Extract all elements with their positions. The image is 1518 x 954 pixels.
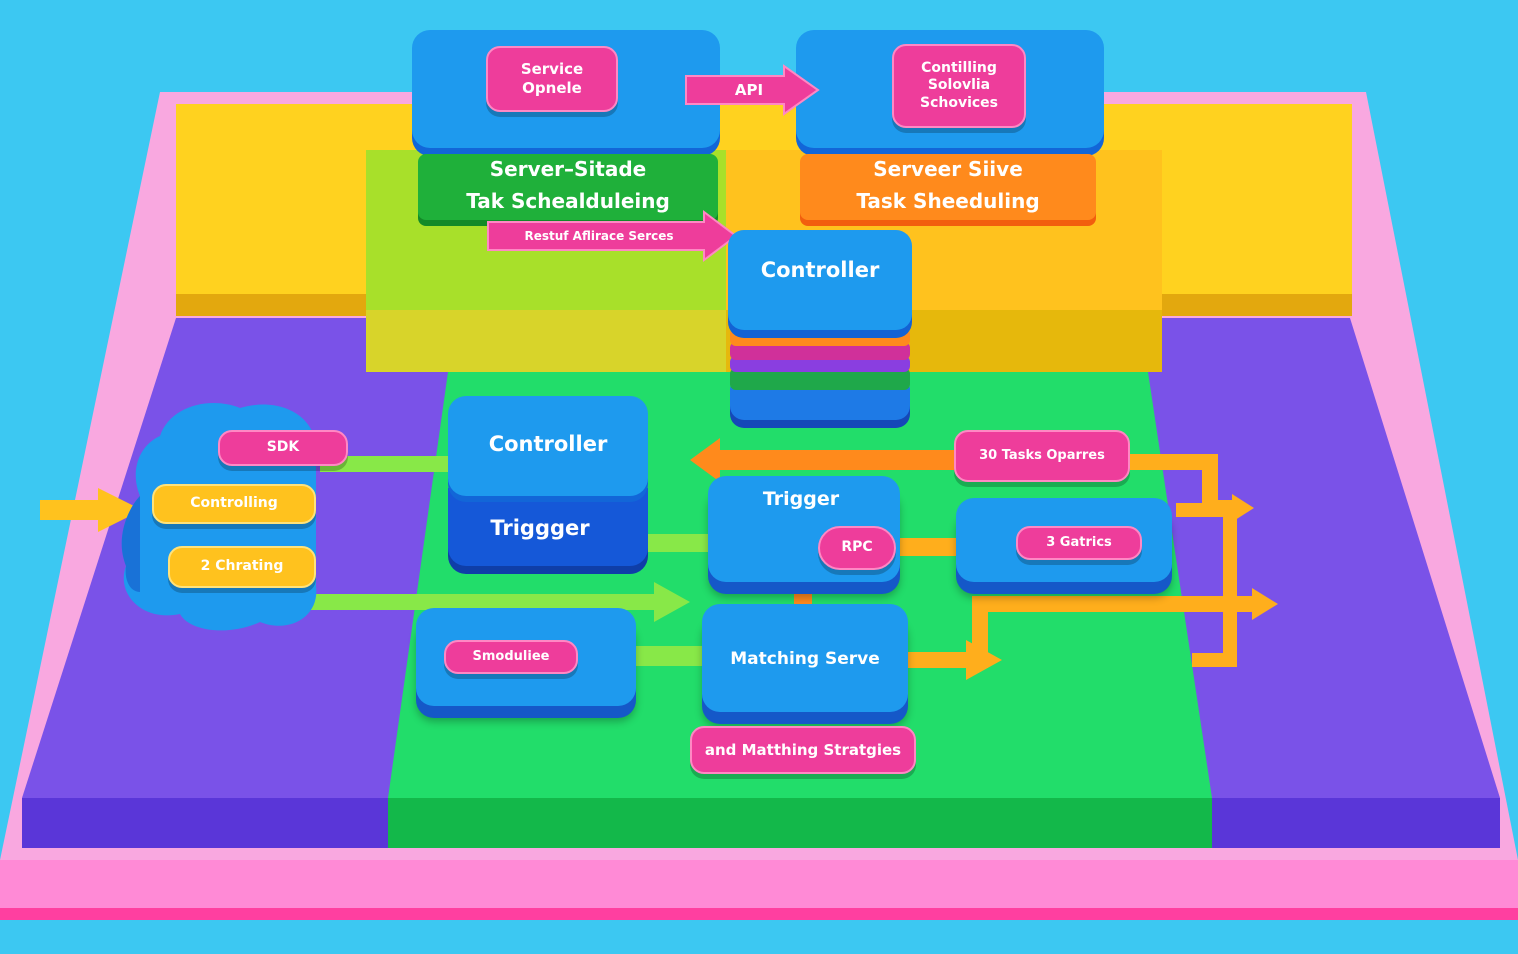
pink-platform-edge bbox=[0, 908, 1518, 920]
scheduler-pill[interactable]: Smoduliee bbox=[444, 640, 578, 674]
controller-stack-title[interactable]: Controller bbox=[760, 257, 880, 282]
pink-platform-side bbox=[0, 860, 1518, 912]
controller-trigger-upper bbox=[448, 396, 648, 496]
controlling-pill[interactable]: Controlling bbox=[152, 484, 316, 524]
controller-stack: Controller bbox=[728, 230, 912, 430]
top-left-module: Service Opnele Server–Sitade Tak Scheald… bbox=[412, 30, 720, 222]
api-arrow-label: API bbox=[734, 80, 764, 99]
controlling-services-pill[interactable]: Contilling Solovlia Schovices bbox=[892, 44, 1026, 128]
right-outer-loop bbox=[1176, 503, 1237, 667]
controller-trigger-lower bbox=[448, 488, 648, 566]
top-left-band-green bbox=[418, 154, 718, 220]
restful-arrow bbox=[487, 210, 738, 262]
sdk-to-controller-line bbox=[320, 456, 450, 472]
right-loop-arrowhead-1 bbox=[1232, 494, 1254, 522]
lime-block-side bbox=[366, 310, 726, 372]
green-slab-side bbox=[388, 798, 1212, 848]
task-scheduling-label-left: Tak Schealduleing bbox=[466, 188, 670, 213]
service-pill[interactable]: Service Opnele bbox=[486, 46, 618, 112]
api-arrow bbox=[685, 64, 820, 116]
tasks-to-controller-arrow bbox=[690, 438, 960, 482]
matching-out-arrowhead bbox=[966, 640, 1002, 680]
matching-serve-label[interactable]: Matching Serve bbox=[730, 649, 880, 670]
controller-trigger-box: Controller Triggger bbox=[448, 396, 648, 566]
cloud-to-matching-arrow bbox=[266, 582, 690, 622]
charting-pill[interactable]: 2 Chrating bbox=[168, 546, 316, 588]
tasks-pill[interactable]: 30 Tasks Oparres bbox=[954, 430, 1130, 482]
controller-label[interactable]: Controller bbox=[488, 431, 608, 456]
server-state-label: Server–Sitade bbox=[489, 156, 647, 181]
gatrics-pill[interactable]: 3 Gatrics bbox=[1016, 526, 1142, 560]
matching-out-line bbox=[906, 596, 1256, 668]
stack-layer-magenta bbox=[730, 342, 910, 360]
stack-layer-orange bbox=[730, 328, 910, 346]
scheduler-to-matching-line bbox=[636, 646, 704, 666]
controller-to-trigger-line bbox=[646, 534, 710, 552]
trigger-to-gatrics-line bbox=[898, 538, 960, 556]
rpc-pill[interactable]: RPC bbox=[818, 526, 896, 570]
top-right-band-orange bbox=[800, 154, 1096, 220]
stack-lid bbox=[728, 230, 912, 330]
sdk-pill[interactable]: SDK bbox=[218, 430, 348, 466]
stack-layer-purple bbox=[730, 356, 910, 372]
triggger-label[interactable]: Triggger bbox=[490, 515, 590, 540]
stack-layer-green bbox=[730, 368, 910, 390]
matching-strategies-pill[interactable]: and Matthing Stratgies bbox=[690, 726, 916, 774]
matching-serve-box bbox=[702, 604, 908, 712]
restful-arrow-label: Restuf Aflirace Serces bbox=[524, 228, 674, 243]
task-scheduling-label-right: Task Sheeduling bbox=[856, 188, 1040, 213]
entry-arrow bbox=[40, 488, 142, 532]
right-loop-arrowhead-2 bbox=[1252, 588, 1278, 620]
top-right-module: Contilling Solovlia Schovices Serveer Si… bbox=[796, 30, 1104, 222]
trigger-title[interactable]: Trigger bbox=[762, 488, 840, 511]
server-service-label: Serveer Siive bbox=[873, 156, 1023, 181]
